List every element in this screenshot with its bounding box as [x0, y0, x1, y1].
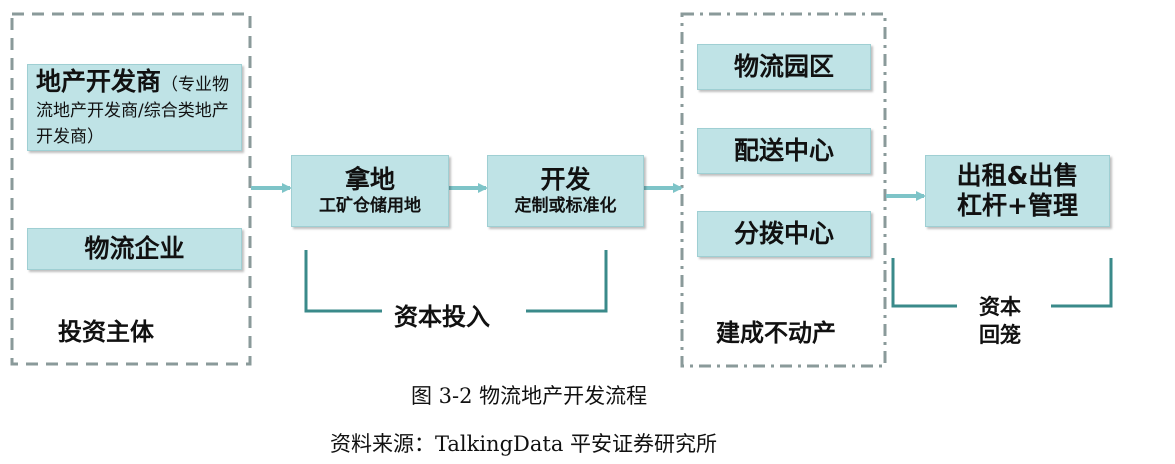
capital-return-line2: 回笼 [979, 323, 1021, 347]
investors-group-label: 投资主体 [58, 318, 154, 346]
capital-input-label: 资本投入 [394, 303, 490, 331]
acquire-subtitle: 工矿仓储用地 [319, 196, 421, 216]
acquire-land-box: 拿地 工矿仓储用地 [291, 155, 449, 227]
developer-box: 地产开发商（专业物流地产开发商/综合类地产开发商） [27, 64, 242, 151]
capital-return-bracket-right [1051, 258, 1113, 308]
asset-distribution-center: 配送中心 [697, 128, 871, 174]
capital-return-label: 资本 回笼 [979, 293, 1021, 349]
logistics-company-label: 物流企业 [84, 234, 185, 263]
returns-box: 出租&出售 杠杆+管理 [925, 155, 1110, 227]
source-caption: 资料来源：TalkingData 平安证券研究所 [330, 432, 718, 456]
asset-sorting-center: 分拨中心 [697, 211, 871, 257]
develop-subtitle: 定制或标准化 [514, 196, 617, 216]
assets-group-border [680, 12, 887, 368]
asset-distribution-center-label: 配送中心 [733, 136, 834, 165]
capital-return-line1: 资本 [979, 295, 1021, 319]
assets-group-label: 建成不动产 [716, 319, 836, 347]
logistics-company-box: 物流企业 [27, 228, 242, 270]
acquire-title: 拿地 [344, 165, 395, 194]
capital-return-bracket-left [891, 258, 957, 308]
developer-note: （专业物流地产开发商/综合类地产开发商） [36, 75, 230, 147]
capital-input-bracket-left [304, 250, 382, 313]
asset-logistics-park-label: 物流园区 [733, 52, 834, 81]
returns-line1: 出租&出售 [956, 161, 1079, 190]
capital-input-bracket-right [526, 250, 608, 313]
figure-caption: 图 3-2 物流地产开发流程 [411, 384, 648, 408]
develop-box: 开发 定制或标准化 [487, 155, 644, 227]
develop-title: 开发 [540, 165, 591, 194]
developer-title: 地产开发商 [36, 67, 162, 96]
asset-logistics-park: 物流园区 [697, 44, 871, 90]
asset-sorting-center-label: 分拨中心 [733, 219, 834, 248]
investors-group-border [10, 12, 252, 366]
returns-line2: 杠杆+管理 [957, 191, 1078, 220]
